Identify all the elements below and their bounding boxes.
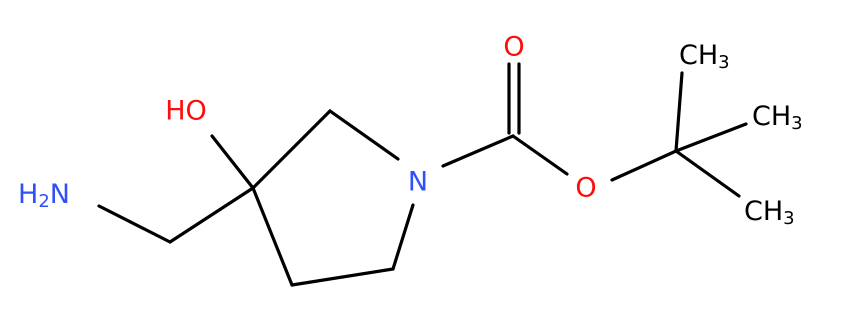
bonds — [97, 62, 748, 287]
atom-methyl-top-ch: CH — [679, 40, 718, 71]
bond-ch2-top-c3 — [251, 109, 332, 190]
atom-methyl-mid-subscript: 3 — [791, 113, 802, 134]
bond-c3-ch2-bottom — [251, 186, 294, 287]
atom-ring-nitrogen: N — [408, 167, 428, 198]
atom-amine-h: H — [18, 179, 38, 210]
atom-methyl-mid-ch: CH — [752, 101, 791, 132]
atom-methyl-bottom-subscript: 3 — [783, 208, 794, 229]
bond-ch2-n — [391, 203, 415, 271]
atom-amine-subscript: 2 — [38, 191, 49, 212]
bond-carbonyl-n — [441, 134, 515, 168]
bond-ch2-bottom-ch2 — [290, 267, 395, 287]
bond-c3-oh — [210, 134, 255, 190]
bond-n-ch2-top — [328, 109, 400, 161]
atom-methyl-mid: CH3 — [752, 101, 803, 135]
bond-oester-tbu — [610, 149, 678, 182]
atom-oxygen-ester: O — [575, 173, 596, 204]
atom-labels: O O HO N H2N CH3 CH3 CH3 — [18, 32, 803, 230]
atom-amine: H2N — [18, 179, 70, 213]
bond-tbu-methyl-mid — [674, 122, 748, 153]
atom-amine-n: N — [50, 179, 70, 210]
atom-methyl-top-subscript: 3 — [718, 52, 729, 73]
bond-ch2-amine-n — [97, 204, 172, 244]
atom-methyl-bottom: CH3 — [744, 196, 795, 230]
bond-carbonyl-oester — [511, 134, 569, 176]
atom-methyl-top: CH3 — [679, 40, 730, 74]
bond-tbu-methyl-top — [674, 71, 684, 153]
bond-c3-ch2-amine — [168, 186, 255, 244]
atom-methyl-bottom-ch: CH — [744, 196, 783, 227]
atom-oxygen-carbonyl: O — [503, 32, 524, 63]
atom-hydroxyl: HO — [165, 96, 207, 127]
bond-tbu-methyl-bottom — [674, 149, 741, 198]
